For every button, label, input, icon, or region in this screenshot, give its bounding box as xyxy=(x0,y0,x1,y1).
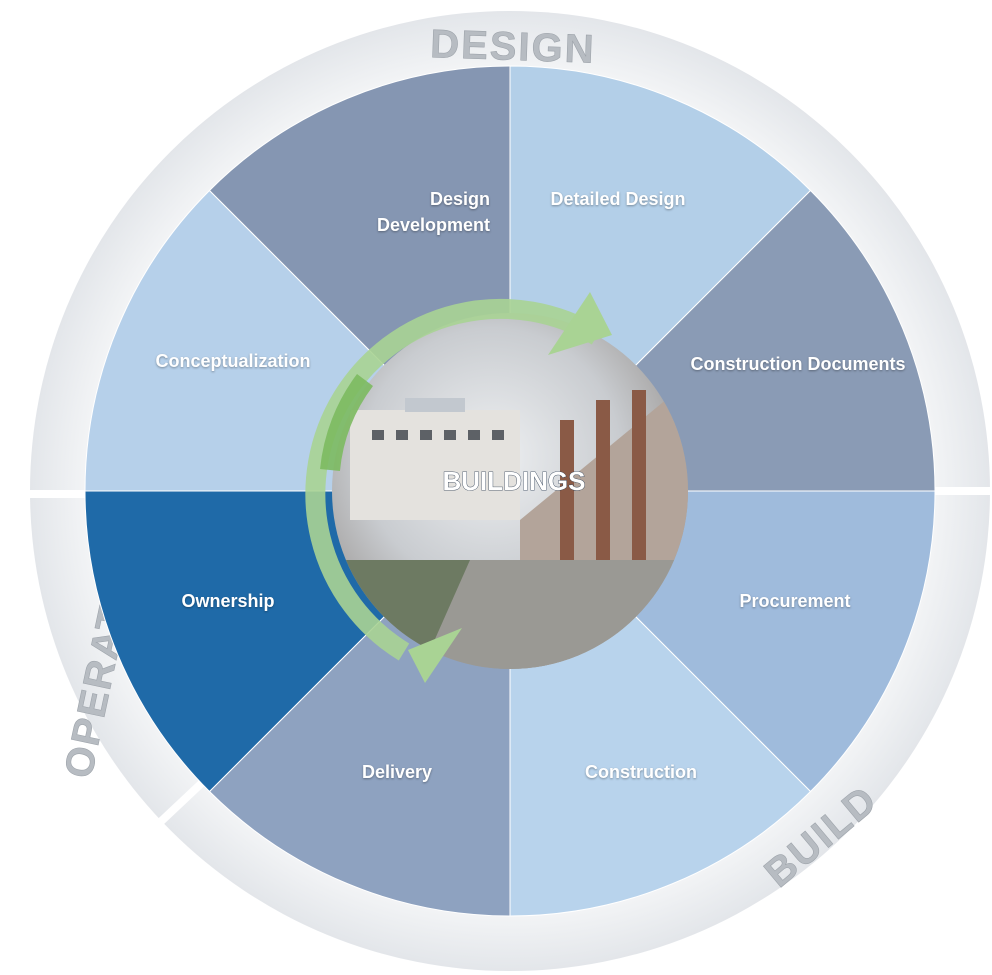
segment-label: Delivery xyxy=(362,762,432,782)
segment-label: Ownership xyxy=(181,591,274,611)
segment-label: Construction xyxy=(585,762,697,782)
cycle-arrow xyxy=(305,292,612,683)
segment-label: Detailed Design xyxy=(550,189,685,209)
center-photo xyxy=(332,313,688,669)
building-facade xyxy=(350,410,520,520)
segment-label: Procurement xyxy=(739,591,850,611)
segment-label: Construction Documents xyxy=(690,354,905,374)
arrow-head-top xyxy=(548,292,612,355)
ring-divider-lower-left xyxy=(117,777,208,863)
phase-design-label: DESIGN xyxy=(430,22,597,72)
arrow-head-bottom xyxy=(408,628,462,683)
segment-label: Conceptualization xyxy=(155,351,310,371)
center-label: BUILDINGS xyxy=(443,466,586,496)
